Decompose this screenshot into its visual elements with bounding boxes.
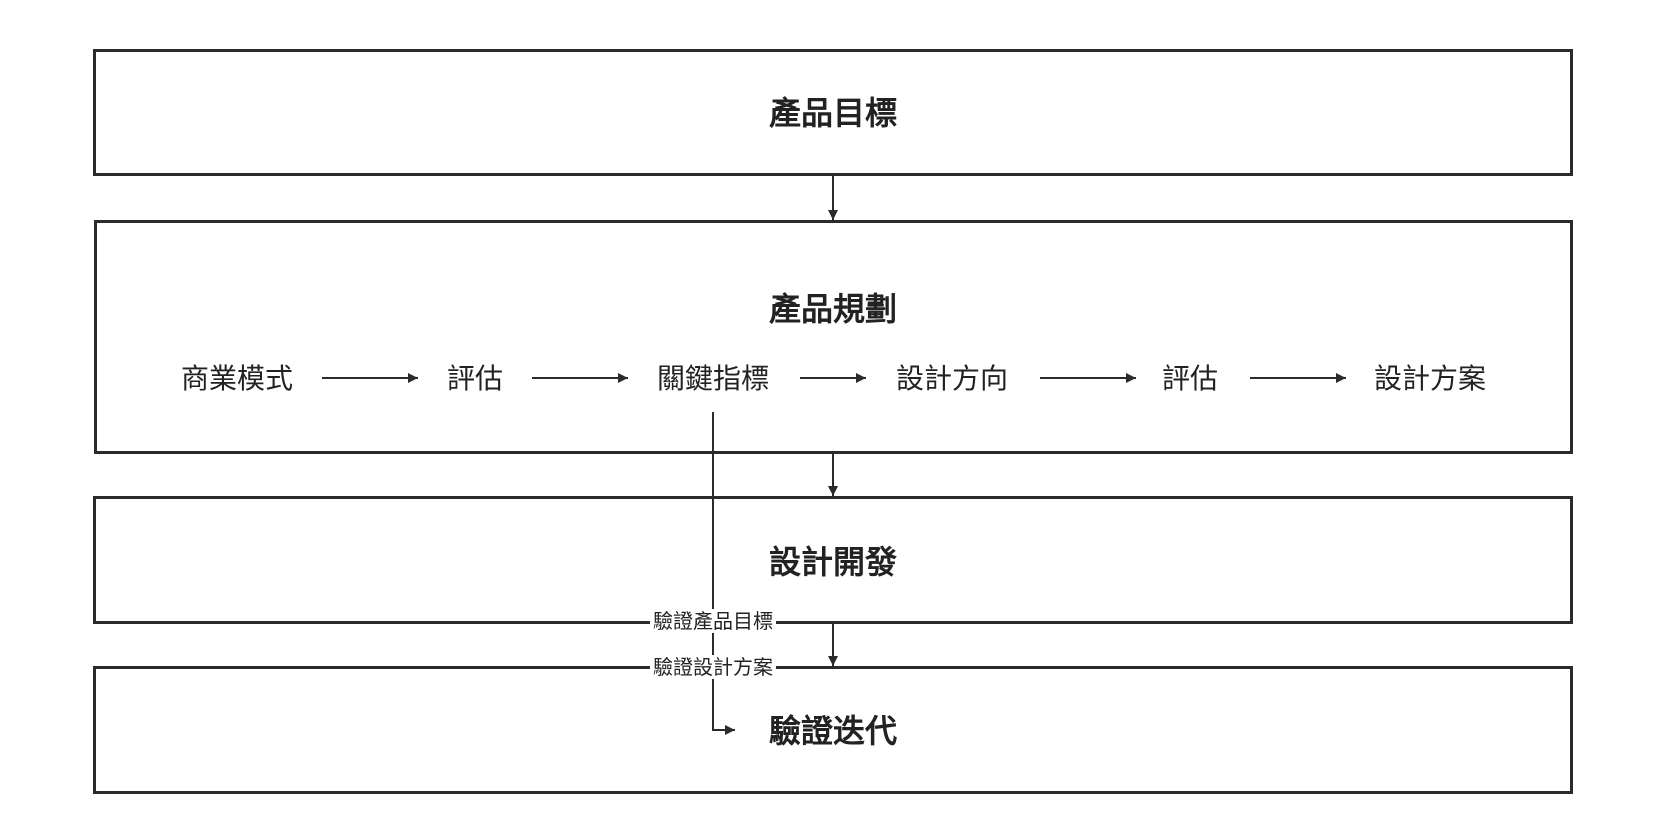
planning-step-business-model: 商業模式 <box>180 362 294 395</box>
planning-title: 產品規劃 <box>768 290 898 328</box>
edge-label-verify-solution: 驗證設計方案 <box>650 655 776 679</box>
development-box <box>93 496 1573 624</box>
development-title: 設計開發 <box>768 543 898 581</box>
iteration-box <box>93 666 1573 794</box>
goal-box <box>93 49 1573 176</box>
iteration-title: 驗證迭代 <box>768 712 898 750</box>
planning-step-evaluate-2: 評估 <box>1161 362 1219 395</box>
planning-step-key-metrics: 關鍵指標 <box>656 362 770 395</box>
planning-step-design-direction: 設計方向 <box>895 362 1009 395</box>
planning-box <box>94 220 1573 454</box>
planning-step-design-solution: 設計方案 <box>1373 362 1487 395</box>
edge-label-verify-goal: 驗證產品目標 <box>650 609 776 633</box>
planning-step-evaluate-1: 評估 <box>446 362 504 395</box>
goal-title: 產品目標 <box>768 94 898 132</box>
